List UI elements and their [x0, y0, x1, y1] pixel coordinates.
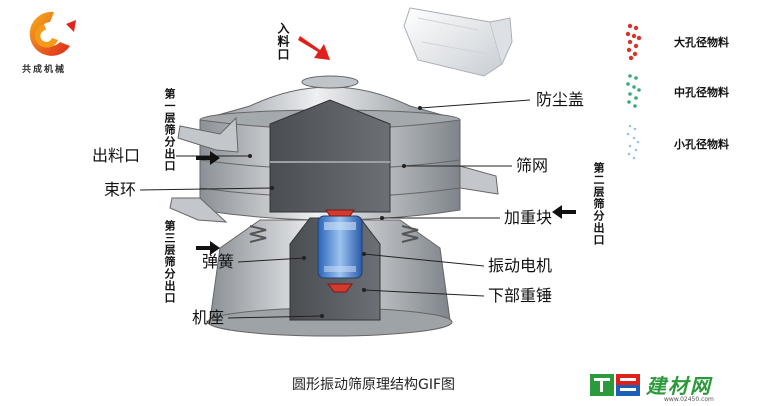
legend-large-label: 大孔径物料 — [674, 36, 729, 49]
label-outlet: 出料口 — [92, 146, 141, 165]
label-screen: 筛网 — [516, 156, 549, 175]
material-bag-icon — [403, 7, 513, 77]
medium-particle-icon — [626, 74, 641, 108]
diagram-caption: 圆形振动筛原理结构GIF图 — [292, 377, 456, 393]
legend-medium-label: 中孔径物料 — [674, 86, 729, 99]
arrow-left-icon — [552, 205, 576, 219]
brand-name: 共成机械 — [22, 65, 67, 75]
label-spring: 弹簧 — [202, 252, 235, 271]
watermark-site-name: 建材网 — [646, 374, 712, 398]
arrow-right-icon — [196, 241, 220, 255]
springs — [249, 225, 419, 243]
arrow-right-icon — [196, 151, 220, 165]
label-layer2-outlet: 第二层筛分出口 — [592, 162, 605, 246]
outlet-spout-2 — [459, 165, 499, 195]
outlet-spout-3 — [169, 197, 228, 223]
large-particle-icon — [625, 23, 642, 61]
label-weight: 加重块 — [504, 208, 553, 227]
label-base: 机座 — [192, 308, 225, 327]
outlet-spout-1 — [177, 116, 239, 153]
vibrating-screen-diagram — [169, 75, 499, 337]
label-layer1-outlet: 第一层筛分出口 — [163, 88, 176, 172]
watermark-logo-icon — [590, 374, 640, 396]
vibration-motor — [317, 209, 363, 293]
label-dust-cover: 防尘盖 — [536, 90, 585, 109]
small-particle-icon — [626, 124, 640, 160]
screen-interior — [269, 99, 391, 213]
watermark-url: www.0245​0.com — [664, 396, 714, 403]
inlet-label: 入料口 — [276, 22, 290, 61]
legend-small-label: 小孔径物料 — [674, 138, 729, 151]
label-hoop: 束环 — [104, 180, 137, 199]
logo-icon — [29, 11, 76, 56]
label-lower-weight: 下部重锤 — [488, 286, 553, 305]
label-motor: 振动电机 — [488, 256, 553, 275]
label-layer3-outlet: 第三层筛分出口 — [163, 220, 176, 304]
inlet-arrow-icon — [298, 36, 330, 60]
